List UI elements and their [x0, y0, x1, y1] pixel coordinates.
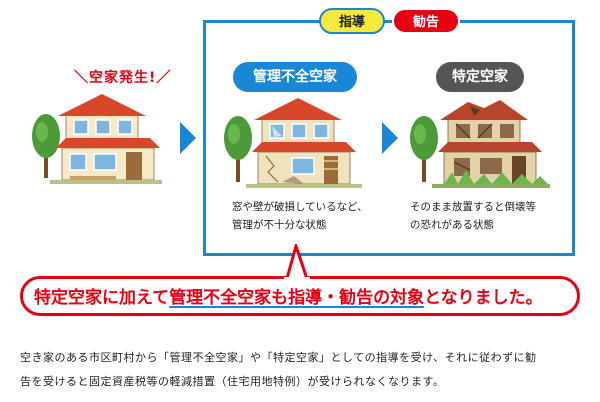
stage-title-specified: 特定空家 [436, 62, 524, 92]
stage-description-line: 管理が不十分な状態 [232, 219, 327, 231]
stage-title-mismanaged: 管理不全空家 [233, 62, 357, 92]
house-damaged-icon [224, 98, 362, 188]
stage-description-mismanaged: 窓や壁が破損しているなど、 管理が不十分な状態 [232, 198, 392, 234]
arrow-right-icon [382, 122, 398, 154]
explanation-line: 空き家のある市区町村から「管理不全空家」や「特定空家」としての指導を受け、それに… [20, 351, 537, 364]
stage-description-specified: そのまま放置すると倒壊等 の恐れがある状態 [410, 198, 570, 234]
guidance-tag: 指導 [319, 8, 385, 34]
notice-highlight: 管理不全空家も指導・勧告の対象 [169, 288, 425, 308]
explanation-line: 告を受けると固定資産税等の軽減措置（住宅用地特例）が受けられなくなります。 [20, 375, 445, 388]
notice-part-2: となりました。 [424, 288, 543, 308]
notice-banner-text: 特定空家に加えて管理不全空家も指導・勧告の対象となりました。 [34, 283, 574, 308]
stage-description-line: の恐れがある状態 [410, 219, 494, 231]
notice-part-1: 特定空家に加えて [34, 288, 170, 308]
house-new-icon [32, 94, 162, 184]
explanation-paragraph: 空き家のある市区町村から「管理不全空家」や「特定空家」としての指導を受け、それに… [20, 346, 582, 394]
stage-description-line: 窓や壁が破損しているなど、 [232, 201, 368, 213]
stage-description-line: そのまま放置すると倒壊等 [410, 201, 536, 213]
vacancy-occurrence-label: ＼空家発生!／ [74, 70, 172, 86]
advice-tag: 勧告 [392, 8, 460, 34]
arrow-right-icon [180, 122, 196, 154]
house-ruined-icon [410, 100, 550, 188]
banner-pointer-icon [284, 244, 310, 282]
